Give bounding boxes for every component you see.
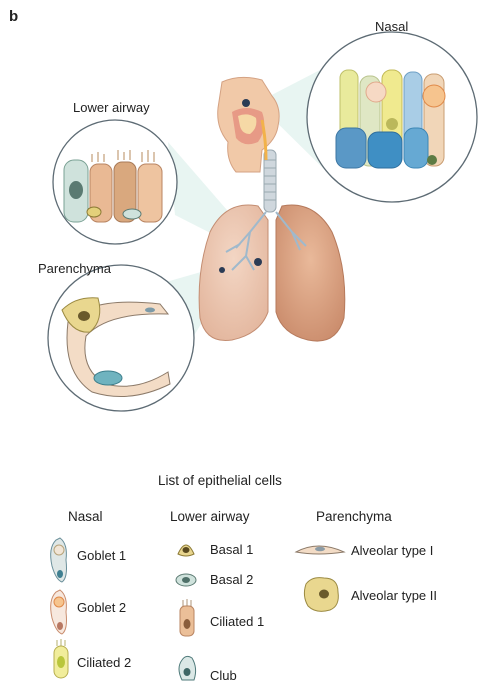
legend-item-ciliated-2: Ciliated 2	[77, 655, 131, 670]
alveolar-type-2-icon	[304, 578, 338, 612]
ciliated-2-icon	[54, 639, 68, 678]
alveolar-type-1-icon	[296, 546, 344, 554]
legend-item-basal-1: Basal 1	[210, 542, 253, 557]
goblet-2-icon	[51, 590, 67, 634]
legend-item-goblet-2: Goblet 2	[77, 600, 126, 615]
ciliated-1-icon	[180, 599, 194, 636]
legend-item-alveolar-type-1: Alveolar type I	[351, 543, 433, 558]
basal-1-icon	[178, 545, 194, 556]
basal-2-icon	[176, 574, 196, 586]
legend-item-club: Club	[210, 668, 237, 683]
club-icon	[179, 656, 196, 680]
legend-item-alveolar-type-2: Alveolar type II	[351, 588, 437, 603]
legend-item-goblet-1: Goblet 1	[77, 548, 126, 563]
legend-item-basal-2: Basal 2	[210, 572, 253, 587]
goblet-1-icon	[51, 538, 67, 582]
legend-item-ciliated-1: Ciliated 1	[210, 614, 264, 629]
